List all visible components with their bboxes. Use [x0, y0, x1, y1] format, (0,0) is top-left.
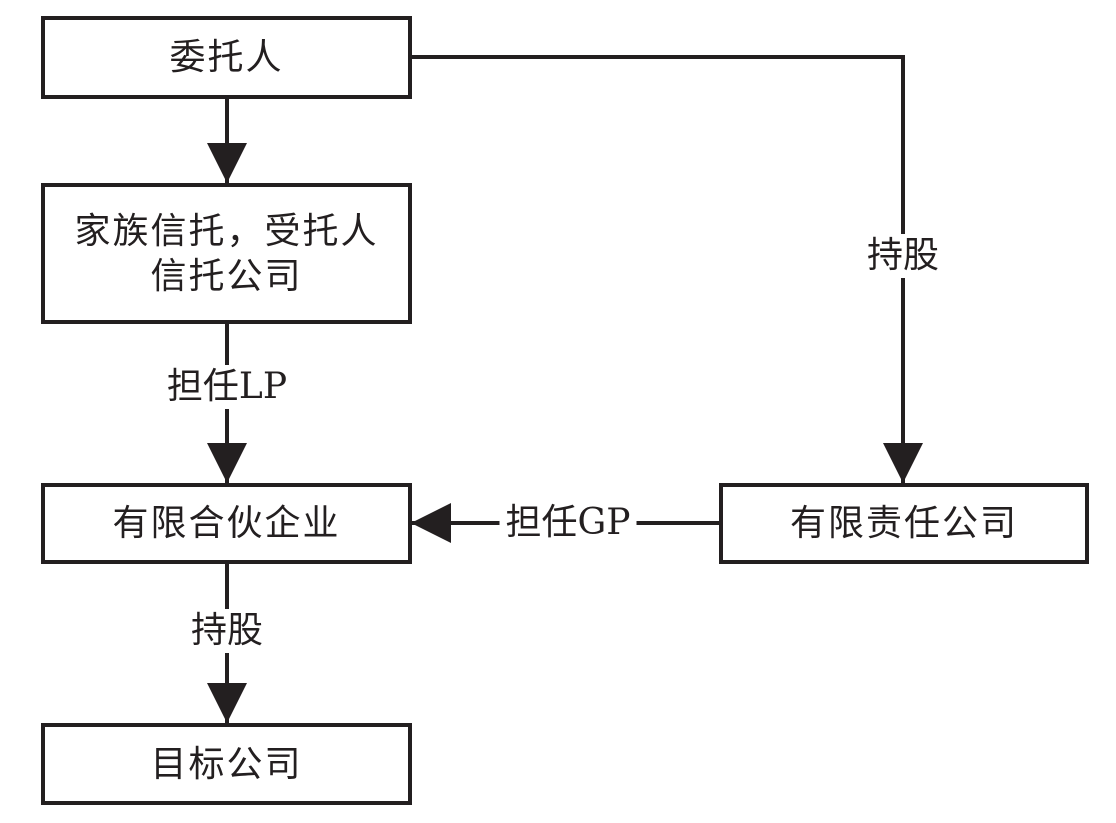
- edge-settlor-to-llc: [411, 55, 923, 483]
- edge-label-llc-to-lp: 担任GP: [499, 501, 637, 545]
- node-target-company-label: 目标公司: [150, 743, 303, 785]
- node-limited-partnership-label: 有限合伙企业: [112, 503, 341, 544]
- edge-label-trust-to-lp: 担任LP: [160, 365, 294, 409]
- node-target-company: 目标公司: [41, 723, 412, 805]
- edge-label-settlor-to-llc: 持股: [860, 234, 946, 278]
- node-limited-company: 有限责任公司: [719, 483, 1089, 564]
- node-family-trust: 家族信托，受托人 信托公司: [41, 183, 412, 324]
- node-settlor-label: 委托人: [169, 37, 284, 78]
- node-limited-partnership: 有限合伙企业: [41, 483, 412, 564]
- node-family-trust-label-line1: 家族信托，受托人: [74, 210, 379, 252]
- node-limited-company-label: 有限责任公司: [789, 503, 1018, 544]
- node-family-trust-label-line2: 信托公司: [150, 255, 303, 297]
- node-settlor: 委托人: [41, 16, 412, 99]
- edge-label-lp-to-target: 持股: [184, 609, 270, 653]
